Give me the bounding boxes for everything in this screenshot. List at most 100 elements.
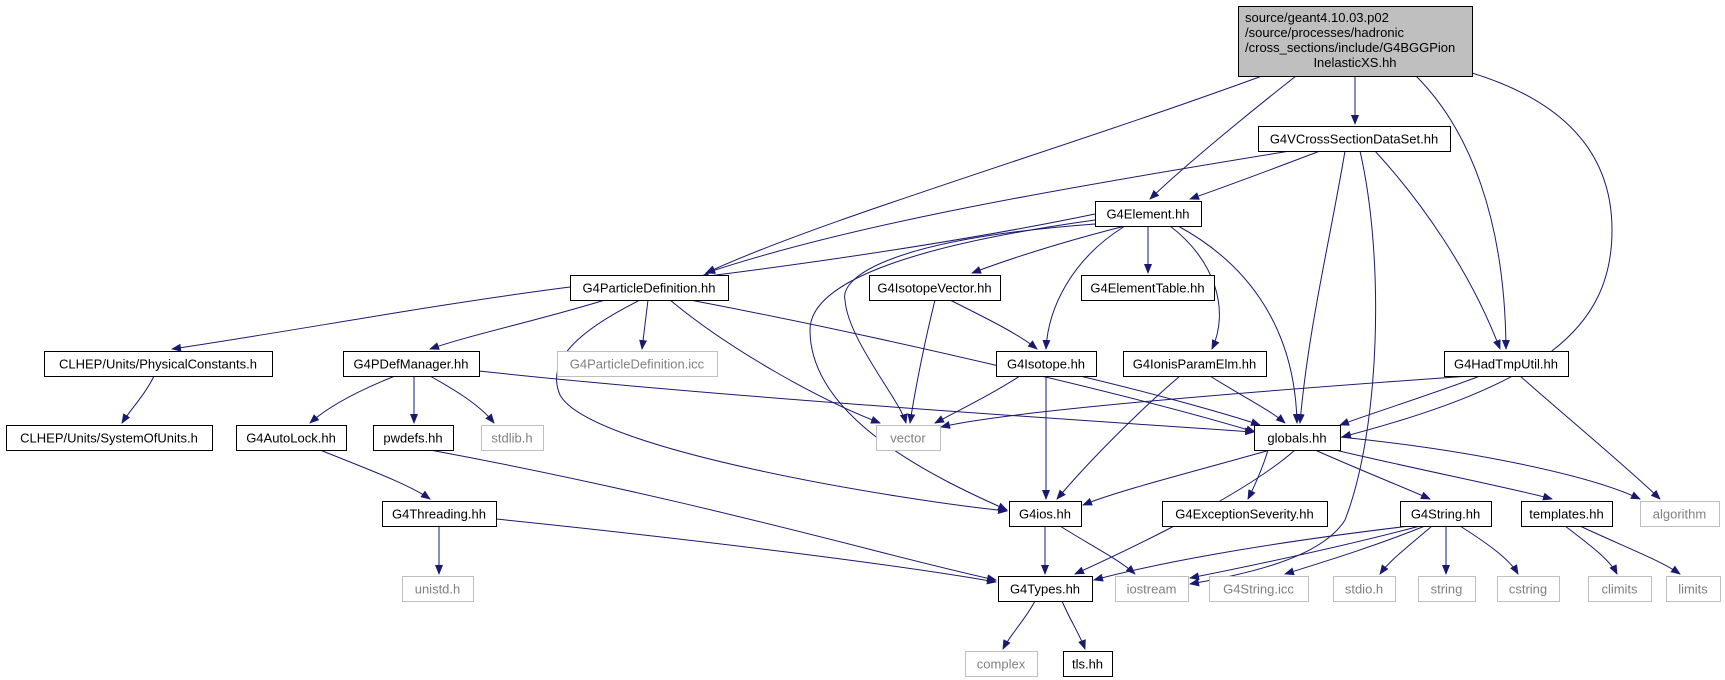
edge-g4string-to-g4types — [1093, 525, 1411, 582]
edge-pwdefs-to-g4types — [429, 449, 997, 583]
node-g4types[interactable]: G4Types.hh — [998, 576, 1093, 602]
node-label: globals.hh — [1267, 431, 1326, 446]
edge-partdef-to-partdeficc — [639, 299, 649, 350]
node-exsev[interactable]: G4ExceptionSeverity.hh — [1162, 501, 1328, 527]
edges-layer — [121, 72, 1681, 650]
node-sysunits[interactable]: CLHEP/Units/SystemOfUnits.h — [6, 425, 213, 451]
node-box — [481, 425, 544, 451]
node-label: source/geant4.10.03.p02 — [1245, 10, 1389, 25]
node-box — [1521, 501, 1613, 527]
node-algorithm: algorithm — [1640, 501, 1720, 527]
node-box — [402, 576, 474, 602]
node-climits: climits — [1588, 576, 1652, 602]
node-box — [6, 425, 213, 451]
node-vcross[interactable]: G4VCrossSectionDataSet.hh — [1258, 126, 1451, 152]
node-hadtmp[interactable]: G4HadTmpUtil.hh — [1444, 351, 1569, 377]
edge-isovec-to-isotope — [949, 299, 1038, 350]
edge-isotope-to-vector — [934, 375, 1021, 424]
node-box — [1640, 501, 1720, 527]
edge-root-to-globals — [1341, 72, 1613, 439]
nodes-layer: source/geant4.10.03.p02/source/processes… — [6, 6, 1721, 677]
edge-g4ios-to-iostream — [1059, 525, 1136, 575]
node-label: pwdefs.hh — [383, 431, 442, 446]
node-g4stringicc: G4String.icc — [1209, 576, 1309, 602]
node-globals[interactable]: globals.hh — [1254, 425, 1341, 451]
node-label: algorithm — [1653, 507, 1706, 522]
node-root[interactable]: source/geant4.10.03.p02/source/processes… — [1238, 6, 1473, 77]
edge-g4types-to-tls — [1061, 600, 1086, 650]
node-label: G4Types.hh — [1010, 582, 1080, 597]
node-threading[interactable]: G4Threading.hh — [382, 501, 497, 527]
node-limits: limits — [1666, 576, 1721, 602]
node-box — [1258, 126, 1451, 152]
edge-threading-to-g4types — [495, 518, 997, 585]
edge-isovec-to-vector — [907, 299, 936, 424]
node-label: limits — [1678, 582, 1708, 597]
node-box — [1009, 501, 1082, 527]
edge-ionis-to-g4ios — [1056, 375, 1181, 500]
node-unistd: unistd.h — [402, 576, 474, 602]
node-templates[interactable]: templates.hh — [1521, 501, 1613, 527]
node-label: G4AutoLock.hh — [246, 431, 336, 446]
node-g4string[interactable]: G4String.hh — [1400, 501, 1492, 527]
node-isotope[interactable]: G4Isotope.hh — [996, 351, 1097, 377]
node-label: templates.hh — [1529, 507, 1603, 522]
node-label: vector — [890, 431, 926, 446]
node-physconst[interactable]: CLHEP/Units/PhysicalConstants.h — [44, 351, 273, 377]
node-label: G4Isotope.hh — [1007, 357, 1085, 372]
node-element[interactable]: G4Element.hh — [1095, 201, 1202, 227]
edge-pdefmgr-to-stdlib — [429, 375, 495, 424]
node-label: G4String.hh — [1411, 507, 1480, 522]
edge-isotope-to-globals — [1079, 375, 1261, 426]
edge-element-to-isovec — [971, 225, 1126, 274]
node-label: unistd.h — [415, 582, 461, 597]
node-pwdefs[interactable]: pwdefs.hh — [373, 425, 454, 451]
node-partdef[interactable]: G4ParticleDefinition.hh — [570, 275, 729, 301]
edge-partdef-to-physconst — [171, 286, 571, 352]
node-box — [382, 501, 497, 527]
node-label: stdio.h — [1345, 582, 1383, 597]
edge-element-to-g4ios — [809, 219, 1096, 511]
node-label: cstring — [1509, 582, 1547, 597]
node-label: iostream — [1127, 582, 1177, 597]
node-box — [1400, 501, 1492, 527]
node-box — [1162, 501, 1328, 527]
node-box — [998, 576, 1093, 602]
node-box — [1418, 576, 1476, 602]
edge-physconst-to-sysunits — [121, 375, 155, 424]
node-g4ios[interactable]: G4ios.hh — [1009, 501, 1082, 527]
edge-g4types-to-complex — [1002, 600, 1036, 650]
edge-globals-to-exsev — [1247, 449, 1269, 500]
edge-partdef-to-vector — [669, 299, 881, 424]
node-autolock[interactable]: G4AutoLock.hh — [236, 425, 347, 451]
node-string: string — [1418, 576, 1476, 602]
edge-templates-to-climits — [1564, 525, 1618, 575]
node-eltable[interactable]: G4ElementTable.hh — [1081, 275, 1215, 301]
edge-g4string-to-g4stringicc — [1284, 525, 1426, 576]
node-label: G4IsotopeVector.hh — [877, 281, 991, 296]
edge-globals-to-algorithm — [1339, 436, 1641, 500]
node-box — [373, 425, 454, 451]
node-pdefmgr[interactable]: G4PDefManager.hh — [343, 351, 480, 377]
edge-vcross-to-element — [1189, 150, 1321, 200]
edge-root-to-hadtmp — [1415, 75, 1510, 350]
node-box — [1497, 576, 1560, 602]
edge-element-to-partdef — [699, 213, 1096, 280]
edge-pdefmgr-to-globals — [478, 370, 1255, 436]
node-box — [44, 351, 273, 377]
edge-globals-to-g4ios — [1082, 449, 1271, 506]
node-complex: complex — [965, 651, 1038, 677]
node-box — [996, 351, 1097, 377]
node-tls[interactable]: tls.hh — [1063, 651, 1113, 677]
node-label: stdlib.h — [491, 431, 532, 446]
node-ionis[interactable]: G4IonisParamElm.hh — [1123, 351, 1267, 377]
node-partdeficc: G4ParticleDefinition.icc — [557, 351, 718, 377]
node-label: G4HadTmpUtil.hh — [1454, 357, 1558, 372]
node-label: climits — [1601, 582, 1638, 597]
edge-vcross-to-hadtmp — [1374, 150, 1501, 350]
node-label: G4PDefManager.hh — [354, 357, 469, 372]
node-isovec[interactable]: G4IsotopeVector.hh — [869, 275, 1001, 301]
node-label: G4VCrossSectionDataSet.hh — [1270, 132, 1438, 147]
node-box — [1333, 576, 1396, 602]
edge-hadtmp-to-globals — [1339, 375, 1481, 426]
